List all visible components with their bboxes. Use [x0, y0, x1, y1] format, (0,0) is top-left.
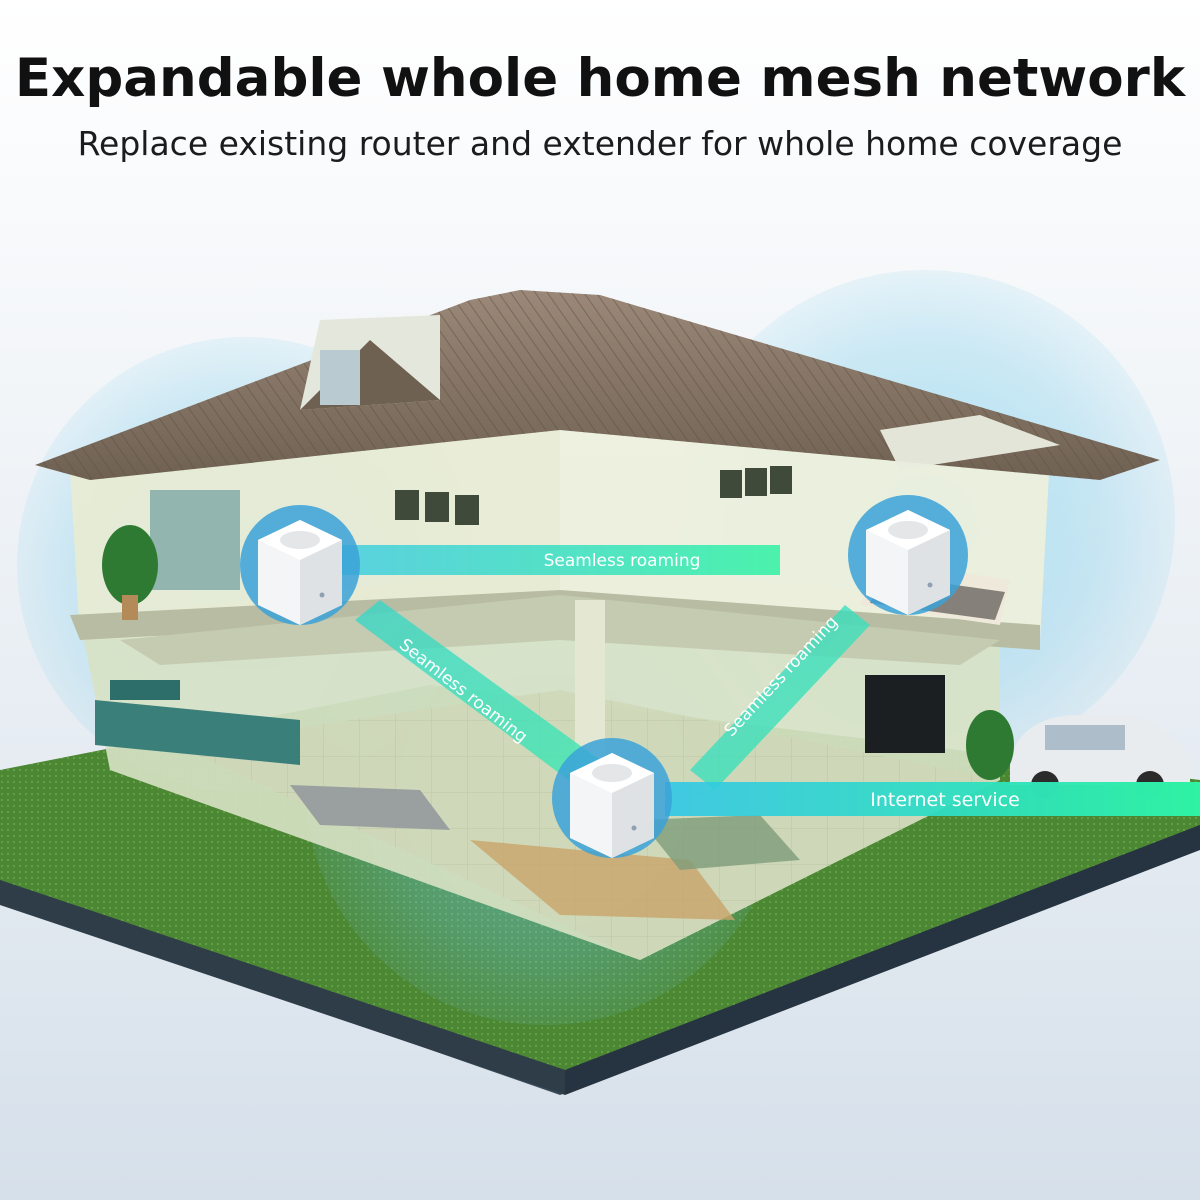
roaming-label-top: Seamless roaming: [544, 551, 701, 571]
internet-service-label: Internet service: [870, 789, 1020, 811]
headline: Expandable whole home mesh network: [14, 48, 1186, 109]
roof: [35, 290, 1160, 480]
mesh-node-left: [240, 505, 360, 625]
plant: [102, 525, 1014, 780]
internet-beam: Internet service: [665, 782, 1200, 816]
mesh-node-right: [848, 495, 968, 615]
mesh-node-main: [552, 738, 672, 858]
roaming-beam-top: Seamless roaming: [305, 545, 780, 575]
subheadline: Replace existing router and extender for…: [77, 124, 1123, 163]
